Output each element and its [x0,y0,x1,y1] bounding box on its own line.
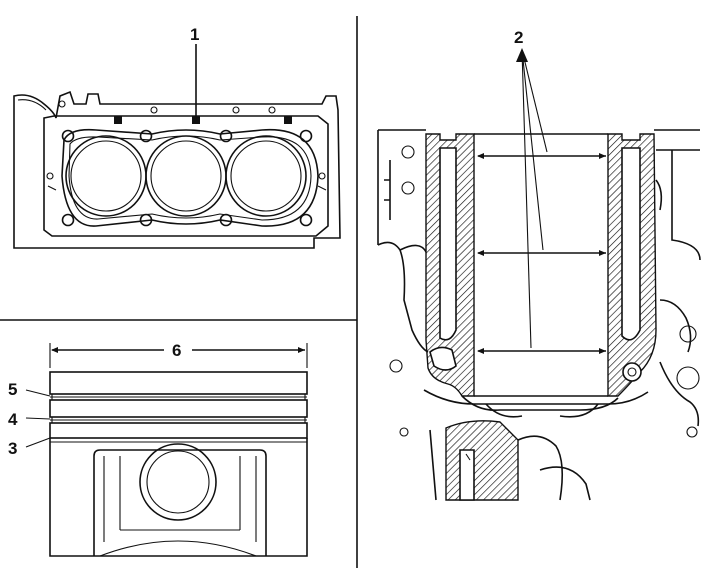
callout-label-3: 3 [8,439,17,458]
leader-line-3 [25,437,51,448]
leader-line-4 [25,417,51,420]
leader-line-2a [521,49,548,153]
callout-label-4: 4 [8,410,18,429]
cylinder-bore-section-view [377,129,701,501]
leader-line-2b [521,49,544,251]
leader-line-2c [521,49,532,349]
callout-label-2: 2 [514,28,523,47]
leader-arrowhead-2 [516,48,528,62]
piston-side-view [49,343,308,557]
callout-label-5: 5 [8,380,17,399]
cylinder-block-deck-view [13,90,341,249]
callout-label-6: 6 [172,341,181,360]
callout-label-1: 1 [190,25,199,44]
leader-line-5 [25,389,51,397]
